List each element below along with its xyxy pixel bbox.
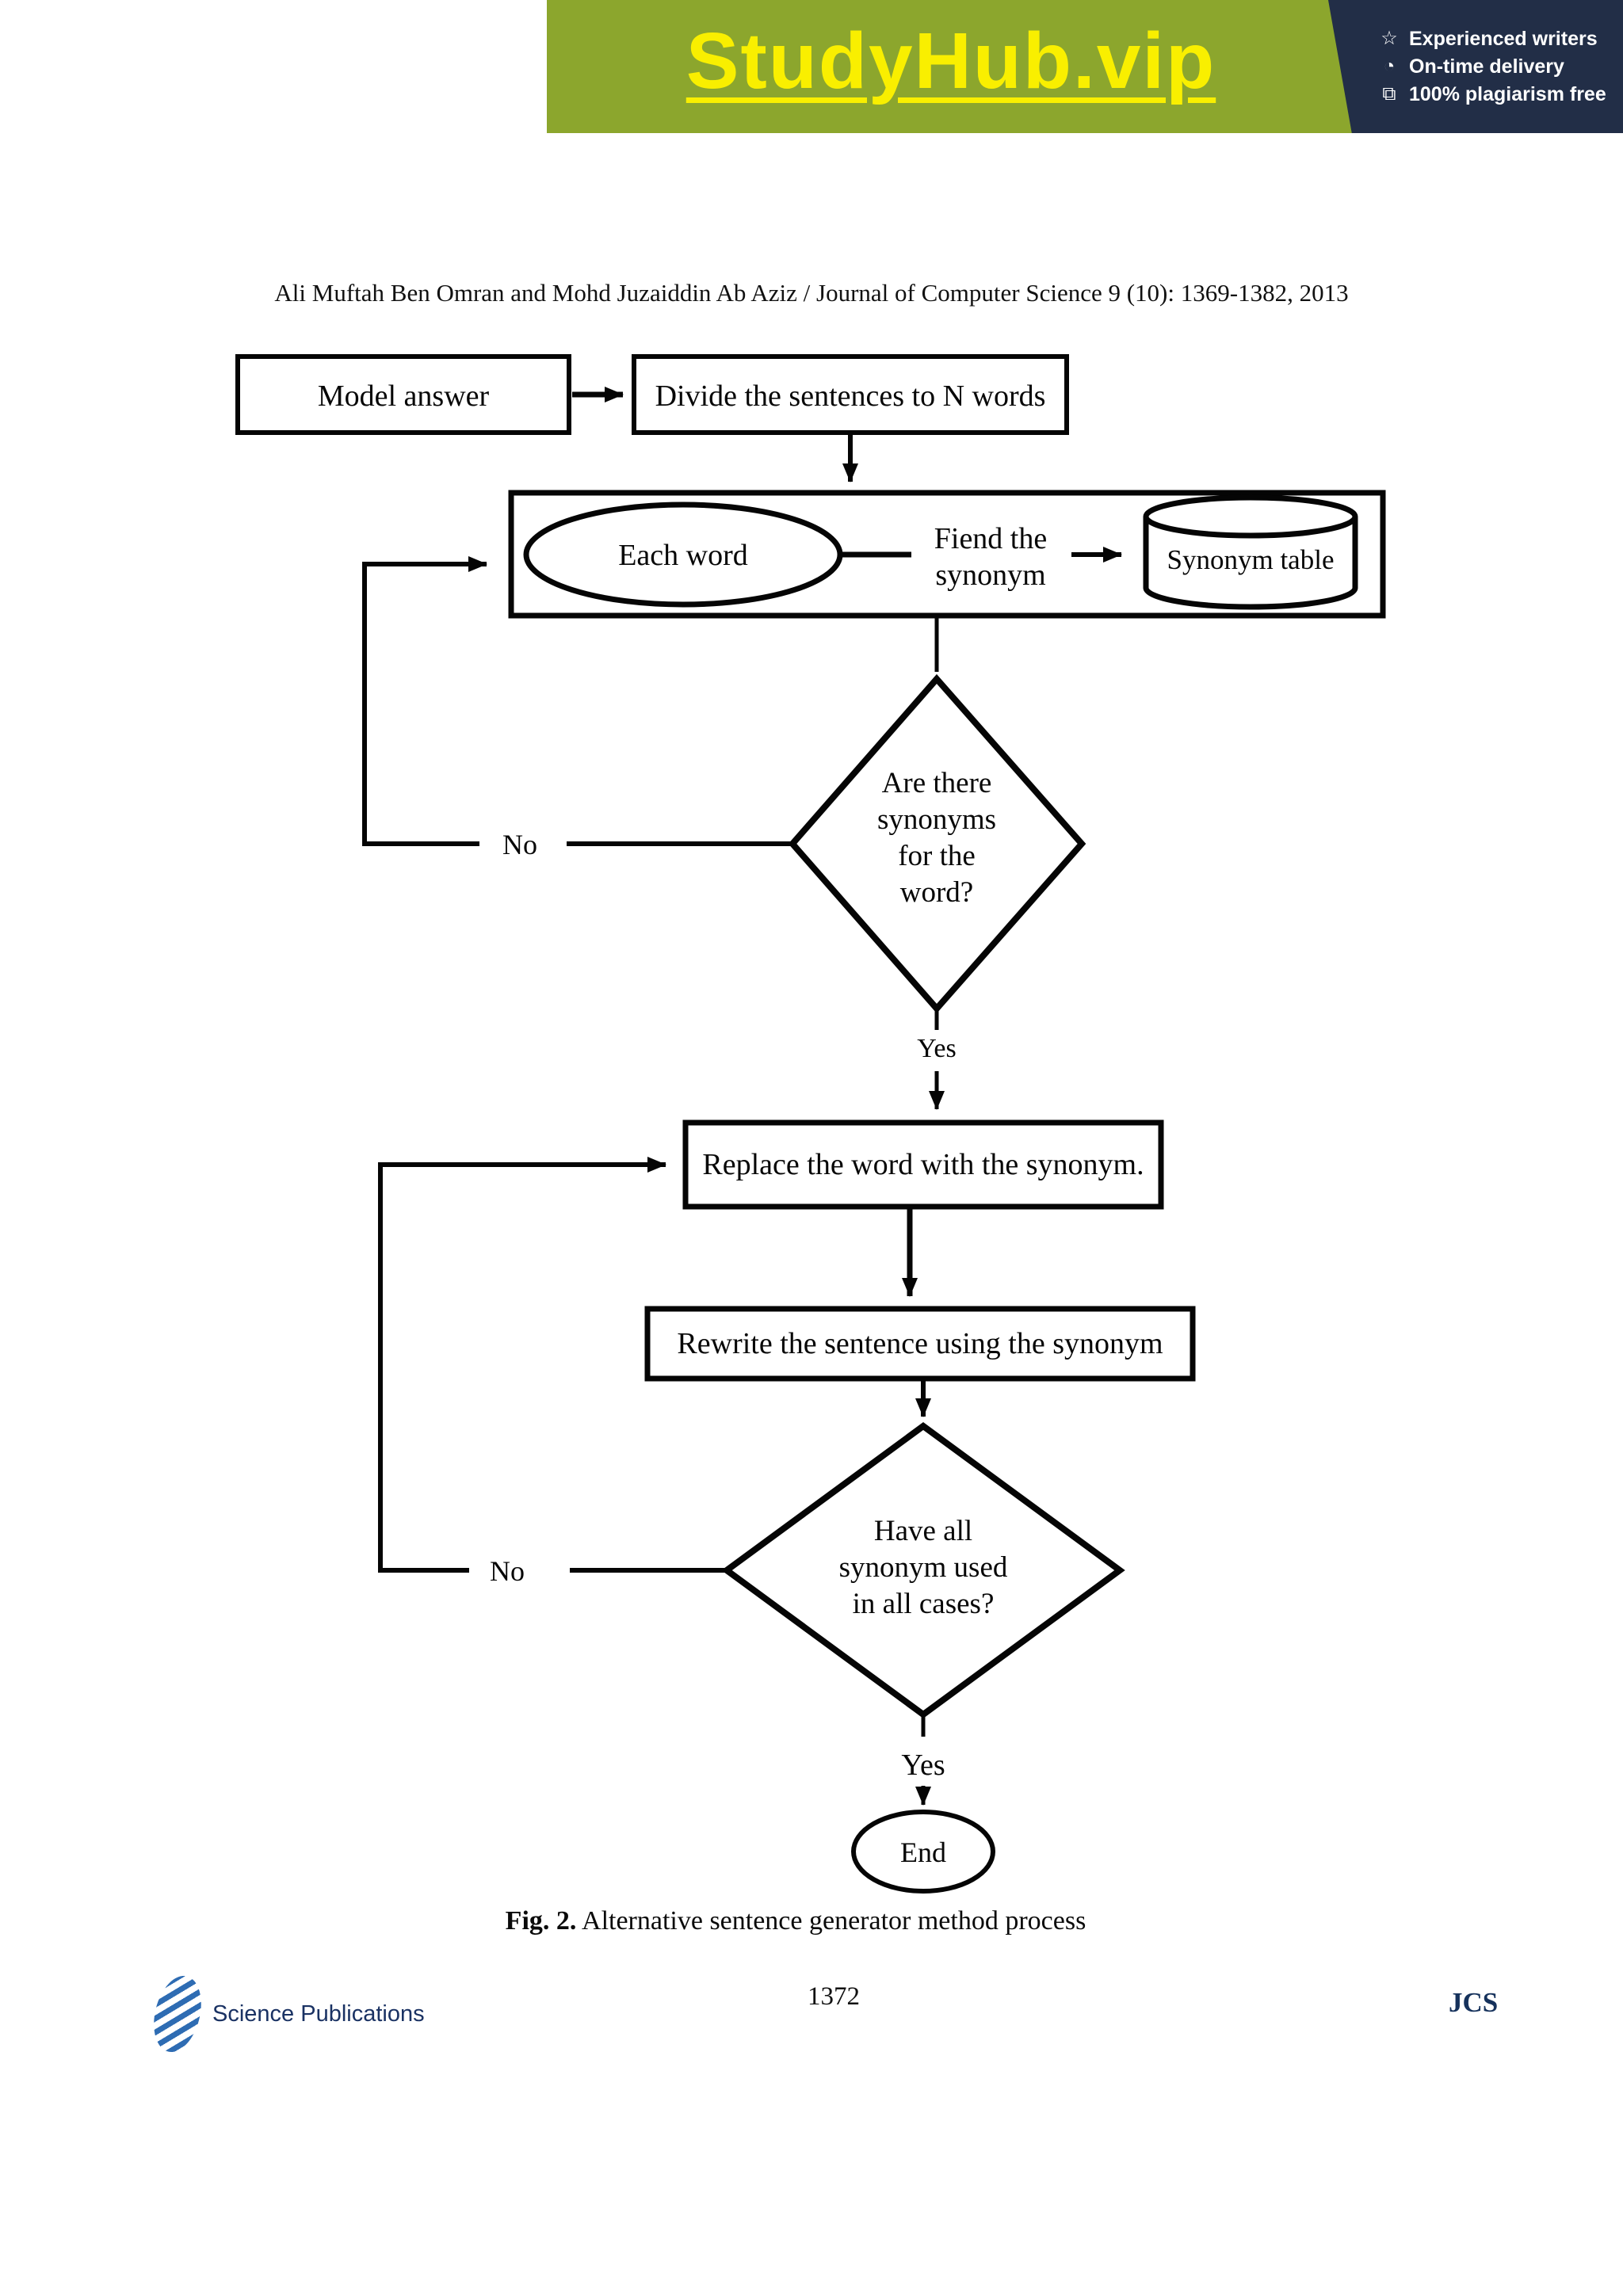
- feature-plagiarism-free: ⧉ 100% plagiarism free: [1377, 82, 1623, 105]
- synonym-table-label: Synonym table: [1167, 544, 1335, 575]
- banner-features-panel: ☆ Experienced writers ◔ On-time delivery…: [1328, 0, 1623, 133]
- each-word-label: Each word: [618, 539, 748, 572]
- end-label: End: [900, 1836, 946, 1868]
- feature-label: 100% plagiarism free: [1409, 82, 1606, 105]
- end-ellipse: [851, 1810, 995, 1894]
- decision2-diamond: [721, 1422, 1125, 1718]
- decision2-line1: Have all: [874, 1515, 972, 1547]
- synonym-table-cylinder-body: [1143, 517, 1358, 610]
- feature-label: Experienced writers: [1409, 27, 1598, 50]
- star-icon: ☆: [1381, 28, 1398, 49]
- studyhub-logo-text[interactable]: StudyHub.vip: [685, 17, 1216, 105]
- figure-caption: Fig. 2. Alternative sentence generator m…: [0, 1906, 1607, 1936]
- decision1-diamond: [788, 673, 1086, 1014]
- citation-header: Ali Muftah Ben Omran and Mohd Juzaiddin …: [274, 279, 1349, 307]
- studyhub-ad-banner[interactable]: StudyHub.vip ☆ Experienced writers ◔ On-…: [0, 0, 1623, 133]
- synonym-table-cylinder-top: [1143, 494, 1358, 539]
- no1-label: No: [502, 829, 537, 860]
- journal-code: JCS: [1449, 1987, 1499, 2018]
- decision2-line2: synonym used: [839, 1551, 1008, 1584]
- replace-box: [682, 1119, 1164, 1210]
- no1-line-feedback: [362, 556, 487, 846]
- decision1-line4: word?: [900, 876, 973, 909]
- replace-label: Replace the word with the synonym.: [702, 1148, 1144, 1181]
- word-loop-container: [508, 490, 1386, 619]
- clock-icon: ◔: [1383, 55, 1396, 77]
- banner-green-panel: StudyHub.vip: [547, 0, 1355, 133]
- yes1-label: Yes: [917, 1034, 956, 1063]
- feature-experienced-writers: ☆ Experienced writers: [1377, 29, 1623, 49]
- no2-line-feedback: [378, 1157, 666, 1573]
- rewrite-box: [644, 1306, 1196, 1382]
- feature-on-time-delivery: ◔ On-time delivery: [1377, 55, 1623, 78]
- rewrite-label: Rewrite the sentence using the synonym: [677, 1327, 1163, 1360]
- decision1-line3: for the: [898, 840, 976, 872]
- page-number: 1372: [808, 1982, 860, 2011]
- decision1-line2: synonyms: [877, 803, 996, 836]
- figure-caption-number: Fig. 2.: [505, 1906, 577, 1936]
- decision2-line3: in all cases?: [853, 1588, 995, 1620]
- publisher-logo: Science Publications: [152, 1974, 425, 2054]
- copy-icon: ⧉: [1382, 83, 1396, 105]
- find-synonym-label-line2: synonym: [935, 559, 1045, 592]
- model-answer-box: [235, 354, 571, 435]
- divide-box: [632, 354, 1069, 435]
- figure-caption-text: Alternative sentence generator method pr…: [576, 1906, 1086, 1936]
- no2-label: No: [490, 1555, 525, 1587]
- yes2-label: Yes: [901, 1749, 945, 1782]
- model-answer-label: Model answer: [318, 379, 490, 413]
- feature-label: On-time delivery: [1409, 55, 1564, 78]
- find-synonym-label-line1: Fiend the: [934, 522, 1047, 555]
- each-word-ellipse: [523, 502, 843, 608]
- divide-label: Divide the sentences to N words: [655, 379, 1046, 413]
- publisher-name: Science Publications: [212, 2000, 425, 2027]
- decision1-line1: Are there: [882, 767, 992, 799]
